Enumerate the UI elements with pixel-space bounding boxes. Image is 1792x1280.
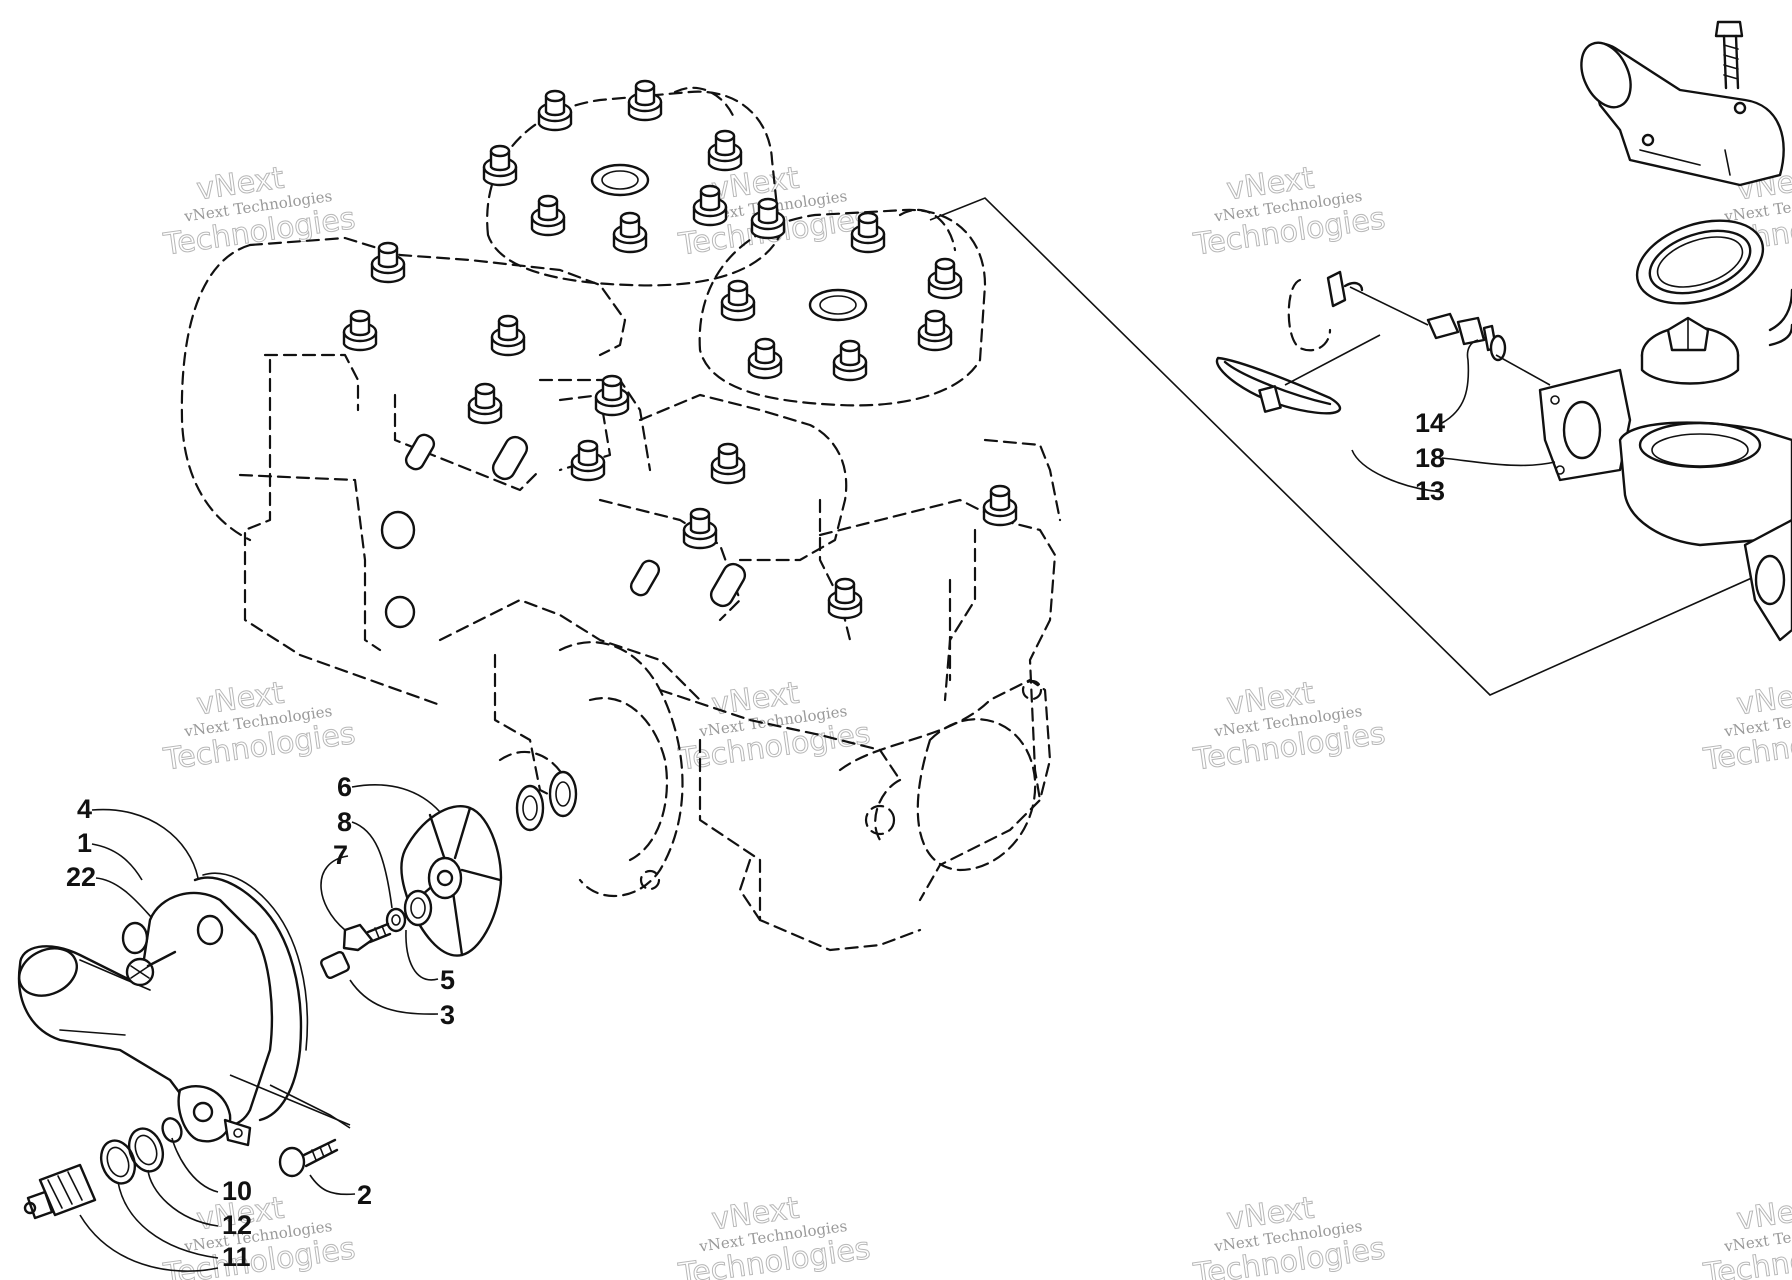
head-nut-icon bbox=[370, 241, 406, 284]
thermostat-assembly bbox=[929, 20, 1792, 696]
engine-block-phantom bbox=[180, 86, 1062, 952]
impeller-assembly bbox=[320, 770, 578, 980]
callout-22: 22 bbox=[66, 862, 96, 892]
head-nut-icon bbox=[747, 337, 783, 380]
head-nut-icon bbox=[490, 314, 526, 357]
callout-13: 13 bbox=[1415, 476, 1445, 506]
callout-4: 4 bbox=[77, 794, 92, 824]
head-nut-icon bbox=[827, 577, 863, 620]
head-nut-icon bbox=[707, 129, 743, 172]
callout-14: 14 bbox=[1415, 408, 1445, 438]
head-nut-icon bbox=[594, 374, 630, 417]
callout-7: 7 bbox=[333, 840, 348, 870]
head-nut-icon bbox=[982, 484, 1018, 527]
head-nut-icon bbox=[627, 79, 663, 122]
bleed-screw-assembly bbox=[23, 1117, 183, 1220]
callout-6: 6 bbox=[337, 772, 352, 802]
callout-1: 1 bbox=[77, 828, 92, 858]
callout-leaders bbox=[79, 339, 1556, 1272]
head-nut-icon bbox=[927, 257, 963, 300]
head-nut-icon bbox=[750, 197, 786, 240]
screw-2 bbox=[278, 1138, 339, 1178]
dowel-pins bbox=[380, 433, 747, 629]
callout-5: 5 bbox=[440, 965, 455, 995]
callout-12: 12 bbox=[222, 1210, 252, 1240]
head-nut-icon bbox=[342, 309, 378, 352]
head-nut-icon bbox=[710, 442, 746, 485]
head-nut-icon bbox=[612, 211, 648, 254]
head-nut-group bbox=[342, 79, 1018, 620]
callout-8: 8 bbox=[337, 807, 352, 837]
callout-3: 3 bbox=[440, 1000, 455, 1030]
head-nut-icon bbox=[832, 339, 868, 382]
head-nut-icon bbox=[537, 89, 573, 132]
head-nut-icon bbox=[467, 382, 503, 425]
head-nut-icon bbox=[482, 144, 518, 187]
head-nut-icon bbox=[570, 439, 606, 482]
head-nut-icon bbox=[530, 194, 566, 237]
head-nut-icon bbox=[692, 184, 728, 227]
head-nut-icon bbox=[682, 507, 718, 550]
callout-11: 11 bbox=[222, 1242, 251, 1272]
callout-2: 2 bbox=[357, 1180, 372, 1210]
head-nut-icon bbox=[720, 279, 756, 322]
callout-18: 18 bbox=[1415, 443, 1445, 473]
head-nut-icon bbox=[850, 211, 886, 254]
water-pump-cover bbox=[17, 872, 351, 1147]
callout-10: 10 bbox=[222, 1176, 252, 1206]
head-nut-icon bbox=[917, 309, 953, 352]
